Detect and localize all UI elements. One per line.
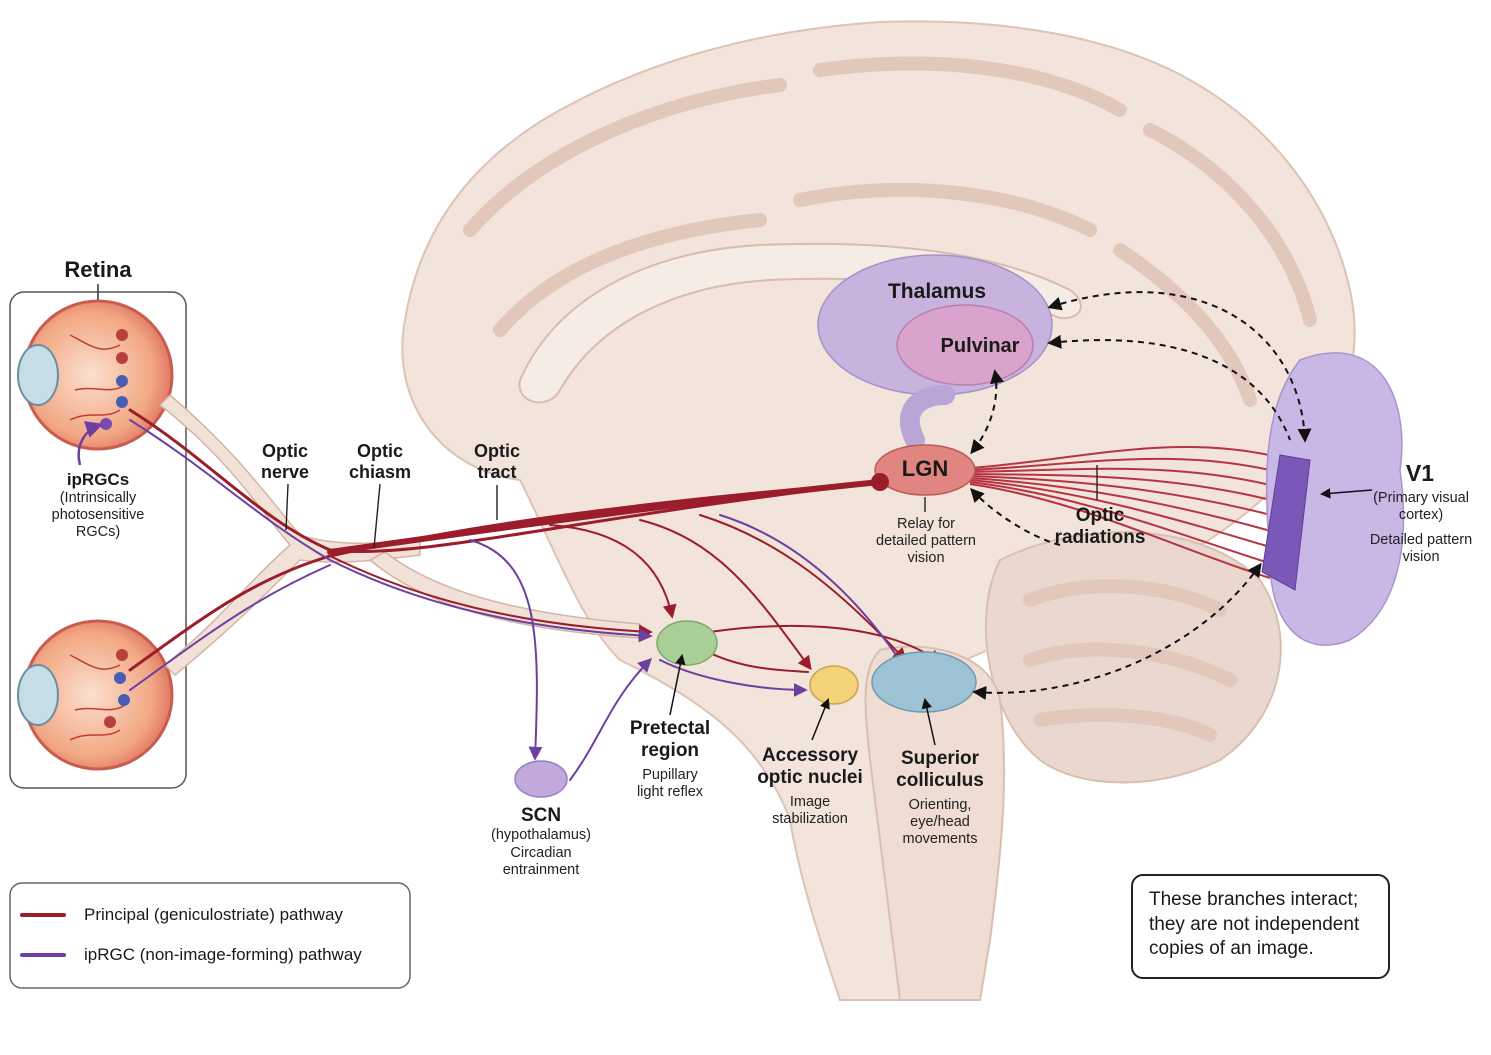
optic-chiasm-line-1: Optic: [356, 441, 403, 461]
iprgc-label: ipRGCs (Intrinsically photosensitive RGC…: [20, 470, 176, 541]
optic-nerve-line-1: Optic: [261, 441, 308, 461]
iprgc-pointer-arrow: [77, 421, 104, 466]
scn-sub-3: entrainment: [502, 861, 580, 878]
optic-radiations-line-1: Optic: [1075, 505, 1125, 526]
note-line-3: copies of an image.: [1149, 938, 1314, 960]
pretectal-title-2: region: [640, 740, 700, 762]
superior-sub-3: movements: [902, 831, 978, 848]
legend-frame: [9, 882, 411, 989]
feedback-arrows: [970, 291, 1312, 700]
legend-item-principal: Principal (geniculostriate) pathway: [20, 905, 343, 925]
superior-label: Superior colliculus Orienting, eye/head …: [880, 748, 1000, 848]
legend-item-iprgc: ipRGC (non-image-forming) pathway: [20, 945, 362, 965]
iprgc-sub-2: photosensitive: [51, 507, 145, 524]
lgn-desc: Relay for detailed pattern vision: [856, 516, 996, 567]
optic-tract-line-1: Optic: [473, 441, 520, 461]
pulvinar-shape: [896, 304, 1034, 386]
v1-desc-2: cortex): [1398, 507, 1444, 524]
pretectal-shape: [656, 620, 718, 666]
v1-desc-4: vision: [1402, 549, 1440, 566]
lgn-shape: [874, 444, 976, 496]
lgn-entry-dot: [871, 473, 889, 491]
lgn-desc-2: detailed pattern: [876, 533, 976, 550]
scn-shape: [514, 760, 568, 798]
v1-desc: (Primary visual cortex) Detailed pattern…: [1362, 490, 1480, 566]
v1-desc-3: Detailed pattern: [1369, 532, 1473, 549]
thalamus-label: Thalamus: [887, 280, 987, 303]
optic-tract-label: Optic tract: [457, 441, 537, 483]
pretectal-sub-2: light reflex: [636, 783, 704, 800]
accessory-shape: [809, 665, 859, 705]
note-line-2: they are not independent: [1149, 913, 1360, 935]
superior-sub-2: eye/head: [910, 813, 970, 830]
accessory-label: Accessory optic nuclei Image stabilizati…: [745, 745, 875, 828]
scn-sub-1: (hypothalamus): [491, 827, 591, 844]
accessory-sub-1: Image: [789, 793, 831, 810]
optic-radiations-line-2: radiations: [1054, 527, 1146, 549]
scn-label: SCN (hypothalamus) Circadian entrainment: [476, 805, 606, 879]
bottom-eye: [17, 619, 174, 771]
superior-sub-1: Orienting,: [908, 796, 972, 813]
iprgc-title: ipRGCs: [66, 470, 130, 489]
scn-title: SCN: [520, 805, 562, 826]
legend-label-principal: Principal (geniculostriate) pathway: [84, 905, 343, 924]
v1-title: V1: [1405, 460, 1435, 486]
pretectal-label: Pretectal region Pupillary light reflex: [605, 718, 735, 801]
optic-chiasm-label: Optic chiasm: [340, 441, 420, 483]
optic-nerve-line-2: nerve: [260, 462, 310, 483]
note-line-1: These branches interact;: [1149, 889, 1359, 910]
thalamus-stalk: [899, 385, 955, 450]
accessory-sub-2: stabilization: [772, 810, 848, 827]
superior-shape: [871, 651, 977, 713]
lgn-desc-3: vision: [907, 550, 945, 567]
iprgc-sub-1: (Intrinsically: [59, 490, 137, 507]
legend-swatch-principal: [20, 913, 66, 917]
accessory-title-2: optic nuclei: [757, 767, 863, 789]
retina-title: Retina: [64, 257, 132, 282]
pretectal-sub-1: Pupillary: [642, 766, 698, 783]
pointer-arrows: [669, 488, 1373, 746]
lgn-desc-1: Relay for: [896, 516, 956, 532]
lgn-title: LGN: [901, 456, 949, 481]
optic-tract-line-2: tract: [477, 462, 517, 483]
superior-title-1: Superior: [900, 748, 980, 769]
v1-desc-1: (Primary visual: [1373, 490, 1469, 506]
superior-title-2: colliculus: [896, 770, 984, 792]
interaction-note: These branches interact; they are not in…: [1131, 874, 1390, 979]
iprgc-sub-3: RGCs): [75, 524, 121, 541]
optic-nerve-label: Optic nerve: [245, 441, 325, 483]
iprgc-fibers: [129, 419, 907, 781]
optic-chiasm-line-2: chiasm: [348, 462, 412, 483]
accessory-title-1: Accessory: [761, 745, 859, 766]
pretectal-title-1: Pretectal: [629, 718, 711, 739]
legend-label-iprgc: ipRGC (non-image-forming) pathway: [84, 945, 362, 964]
leader-lines: [285, 465, 1098, 549]
optic-radiations-label: Optic radiations: [1040, 505, 1160, 550]
pulvinar-label: Pulvinar: [940, 335, 1020, 357]
scn-sub-2: Circadian: [510, 844, 572, 861]
legend-swatch-iprgc: [20, 953, 66, 957]
